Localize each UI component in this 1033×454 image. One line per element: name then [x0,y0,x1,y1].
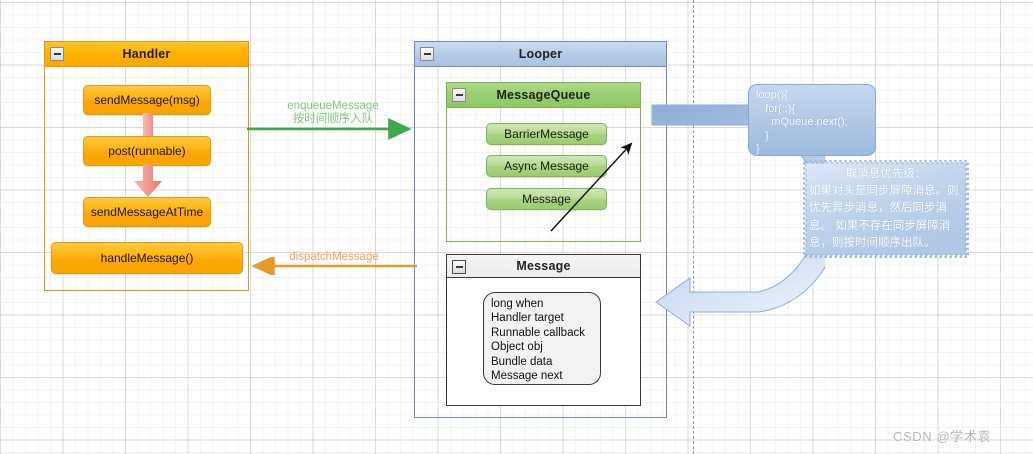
priority-note-line1: 如果对头是同步屏障消息。则优先异步消息，然后同步消息。 [809,185,959,232]
message-field: long when [491,298,544,310]
enqueue-arrow-icon [247,118,412,140]
message-field: Handler target [491,312,564,325]
handler-handlemessage[interactable]: handleMessage() [51,242,243,274]
handler-title: Handler [122,47,171,61]
flow-arrow-1-icon [143,113,153,139]
minus-icon[interactable] [50,47,64,61]
message-container[interactable]: Message long when Handler target Runnabl… [446,254,641,406]
dispatch-label: dispatchMessage [248,251,420,264]
looper-title: Looper [518,47,563,61]
dispatch-arrow-icon [251,257,417,275]
priority-note-text: 取消息优先级： 如果对头是同步屏障消息。则优先异步消息，然后同步消息。 如果不存… [809,166,963,252]
page-break-guide [693,0,694,454]
minus-icon[interactable] [452,260,466,274]
message-field: Message next [491,370,563,383]
handler-step-label: sendMessageAtTime [90,205,204,219]
watermark: CSDN @学术袁 [893,429,992,444]
mq-item-message[interactable]: Message [486,188,607,210]
mq-item-label: Async Message [504,159,589,173]
mq-item-label: BarrierMessage [504,127,589,141]
handler-step-sendmessage[interactable]: sendMessage(msg) [83,85,211,115]
handler-header: Handler [45,42,248,67]
dispatch-label-line1: dispatchMessage [289,251,379,263]
queue-order-arrow-icon [550,142,633,232]
enqueue-label-line2: 按时间顺序入队 [292,113,374,125]
priority-note-title: 取消息优先级： [845,168,927,180]
minus-icon[interactable] [452,88,466,102]
enqueue-label: enqueueMessage 按时间顺序入队 [248,100,418,126]
loop-code-text: loop(){ for(;;){ mQueue.next(); } } [756,89,848,156]
message-field: Bundle data [491,355,553,368]
flow-arrow-2-icon [134,164,162,197]
minus-icon[interactable] [420,47,434,61]
mq-item-label: Message [522,192,571,206]
handler-step-post[interactable]: post(runnable) [83,136,211,166]
mq-item-barriermessage[interactable]: BarrierMessage [486,123,607,145]
handler-container[interactable]: Handler sendMessage(msg) post(runnable) [44,41,249,291]
message-fields-list: long when Handler target Runnable callba… [483,292,601,385]
looper-header: Looper [415,42,666,67]
priority-note-callout: 取消息优先级： 如果对头是同步屏障消息。则优先异步消息，然后同步消息。 如果不存… [803,160,969,258]
message-field: Object obj [491,341,543,354]
handler-step-sendmessageattime[interactable]: sendMessageAtTime [83,197,211,227]
message-header: Message [447,255,640,278]
looper-container[interactable]: Looper MessageQueue BarrierMessage Async… [414,41,667,418]
message-queue-title: MessageQueue [496,88,591,102]
loop-code-callout: loop(){ for(;;){ mQueue.next(); } } [748,84,876,156]
mq-item-asyncmessage[interactable]: Async Message [486,155,607,177]
enqueue-label-line1: enqueueMessage [287,100,379,112]
message-field: Runnable callback [491,326,585,339]
scalloped-border-icon [803,160,969,258]
handler-step-label: post(runnable) [108,144,186,158]
handler-step-label: sendMessage(msg) [94,93,200,107]
message-title: Message [516,259,571,273]
message-queue-container[interactable]: MessageQueue BarrierMessage Async Messag… [446,82,641,242]
handler-handlemessage-label: handleMessage() [100,251,194,265]
message-queue-header: MessageQueue [447,83,640,108]
priority-note-line2: 如果不存在同步屏障消息，则按时间顺序出队。 [809,219,951,249]
